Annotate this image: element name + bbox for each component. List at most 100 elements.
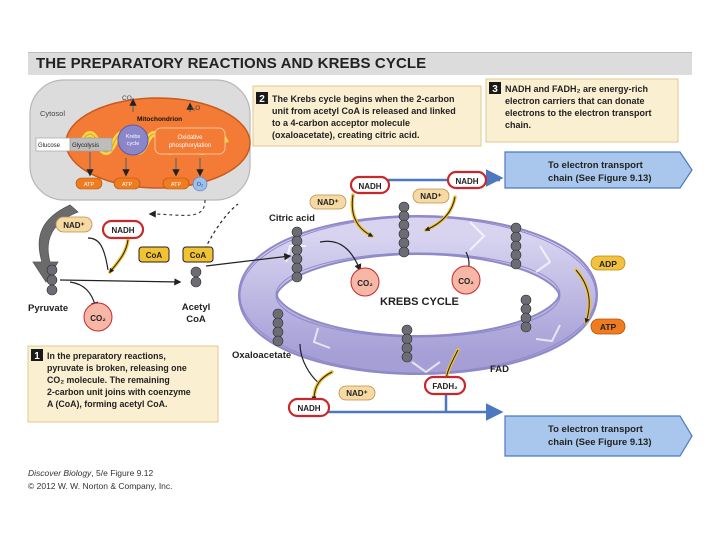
etc-top-line-1: To electron transport [548, 160, 644, 171]
callout-2-line-2: unit from acetyl CoA is released and lin… [272, 106, 456, 116]
nadh-label-1: NADH [111, 226, 134, 235]
energy-arrow-outlines [109, 194, 590, 402]
inset-co2-label: CO₂ [122, 95, 135, 102]
nadh-pill-4 [287, 397, 331, 418]
coa-label-2: CoA [190, 251, 207, 260]
co2-circle-2 [451, 265, 481, 295]
mini-o2-circle [192, 176, 208, 192]
callout-1-line-4: 2-carbon unit joins with coenzyme [47, 387, 191, 397]
etc-bottom-line-2: chain (See Figure 9.13) [548, 437, 651, 448]
co2-label-3: CO₂ [90, 314, 106, 323]
inset-krebs-label-2: cycle [127, 141, 140, 147]
credit-line-2: © 2012 W. W. Norton & Company, Inc. [28, 481, 173, 491]
co2-circle-3 [83, 302, 113, 332]
fadh2-label: FADH₂ [432, 382, 458, 391]
nad-pill-4 [338, 385, 376, 401]
callout-1-line-1: In the preparatory reactions, [47, 351, 166, 361]
callout-3-line-2: electron carriers that can donate [505, 96, 645, 106]
callout-2-num-box [256, 92, 268, 104]
credit-line-1: Discover Biology, 5/e Figure 9.12 [28, 468, 153, 478]
adp-label: ADP [599, 259, 617, 269]
credit-figure-ref: , 5/e Figure 9.12 [91, 468, 154, 478]
co2-label-1: CO₂ [357, 279, 373, 288]
callout-1-number: 1 [34, 351, 40, 362]
nad-pill-3 [412, 188, 450, 204]
nad-pill-2 [309, 194, 347, 210]
nadh-label-4: NADH [297, 404, 320, 413]
pyruvate-label: Pyruvate [28, 303, 68, 314]
callout-1-num-box [31, 349, 43, 361]
mini-krebs-circle [117, 124, 149, 156]
inset-oxphos-label-1: Oxidative [177, 135, 203, 141]
nadh-pill-1 [101, 219, 145, 240]
callout-2-line-4: (oxaloacetate), creating citric acid. [272, 130, 420, 140]
citric-acid-label: Citric acid [269, 213, 315, 224]
pyruvate-chain [46, 264, 58, 296]
nadh-pill-2 [349, 175, 391, 195]
diagram-title: THE PREPARATORY REACTIONS AND KREBS CYCL… [36, 55, 427, 72]
nadh-label-3: NADH [455, 177, 478, 186]
coa-box-1 [138, 246, 170, 263]
inset-h2o-label: H₂O [188, 105, 200, 112]
inset-krebs-label-1: Krebs [126, 134, 141, 140]
etc-arrow-top [504, 151, 693, 189]
callout-3-line-4: chain. [505, 120, 531, 130]
callout-3-box [485, 78, 679, 143]
nadh-label-2: NADH [358, 182, 381, 191]
callout-2-line-3: to a 4-carbon acceptor molecule [272, 118, 410, 128]
nad-label-2: NAD⁺ [317, 198, 339, 207]
title-bar: THE PREPARATORY REACTIONS AND KREBS CYCL… [28, 52, 692, 75]
krebs-cycle-label: KREBS CYCLE [380, 296, 459, 308]
inset-o2: O₂ [197, 182, 203, 188]
glycolysis-box [69, 137, 113, 152]
callout-1-box [27, 345, 219, 423]
coa-box-2 [182, 246, 214, 263]
fadh2-pill [423, 375, 467, 396]
callouts [27, 78, 679, 423]
callout-1-line-2: pyruvate is broken, releasing one [47, 363, 187, 373]
carbon-chains [46, 201, 532, 363]
right-chain-2 [520, 294, 532, 333]
callout-3-line-3: electrons to the electron transport [505, 108, 652, 118]
inset-atp-1: ATP [84, 182, 95, 188]
inset-glucose-label: Glucose [38, 143, 61, 149]
callout-3-number: 3 [492, 84, 498, 95]
mini-atp-1 [75, 177, 103, 190]
inset-atp-2: ATP [122, 182, 133, 188]
nad-pill-1 [55, 216, 93, 233]
cell-inset: Cytosol CO₂ H₂O Mitochondrion Krebs cycl… [29, 79, 251, 218]
nad-label-4: NAD⁺ [346, 389, 368, 398]
callout-1-line-3: CO₂ molecule. The remaining [47, 375, 170, 385]
callout-1-line-5: A (CoA), forming acetyl CoA. [47, 399, 167, 409]
molecule-pills [55, 170, 626, 418]
reaction-arrows [59, 203, 473, 385]
right-chain-1 [510, 222, 522, 270]
nad-label-1: NAD⁺ [63, 221, 85, 230]
etc-bottom-line-1: To electron transport [548, 424, 644, 435]
atp-label: ATP [600, 322, 617, 332]
coa-label-1: CoA [146, 251, 163, 260]
etc-routes [308, 151, 693, 457]
acetyl-label-1: Acetyl [182, 302, 211, 313]
oxaloacetate-label: Oxaloacetate [232, 350, 291, 361]
callout-2-number: 2 [259, 94, 265, 105]
inset-atp-3: ATP [171, 182, 182, 188]
inset-oxphos-label-2: phosphorylation [169, 143, 211, 149]
co2-circle-1 [350, 267, 380, 297]
etc-arrow-bottom [504, 415, 693, 457]
co2-label-2: CO₂ [458, 277, 474, 286]
top-chain-1 [398, 201, 410, 258]
nad-label-3: NAD⁺ [420, 192, 442, 201]
bottom-chain [401, 324, 413, 363]
diagram-text: 2 3 1 The Krebs cycle begins when the 2-… [28, 84, 652, 448]
callout-3-line-1: NADH and FADH₂ are energy-rich [505, 84, 648, 94]
callout-2-line-1: The Krebs cycle begins when the 2-carbon [272, 94, 455, 104]
krebs-ring [238, 215, 598, 375]
oxaloacetate-chain [272, 308, 284, 347]
atp-pill [590, 318, 626, 335]
mini-atp-2 [113, 177, 141, 190]
adp-pill [590, 255, 626, 271]
fad-label: FAD [490, 364, 509, 375]
credit-book-title: Discover Biology [28, 468, 92, 478]
